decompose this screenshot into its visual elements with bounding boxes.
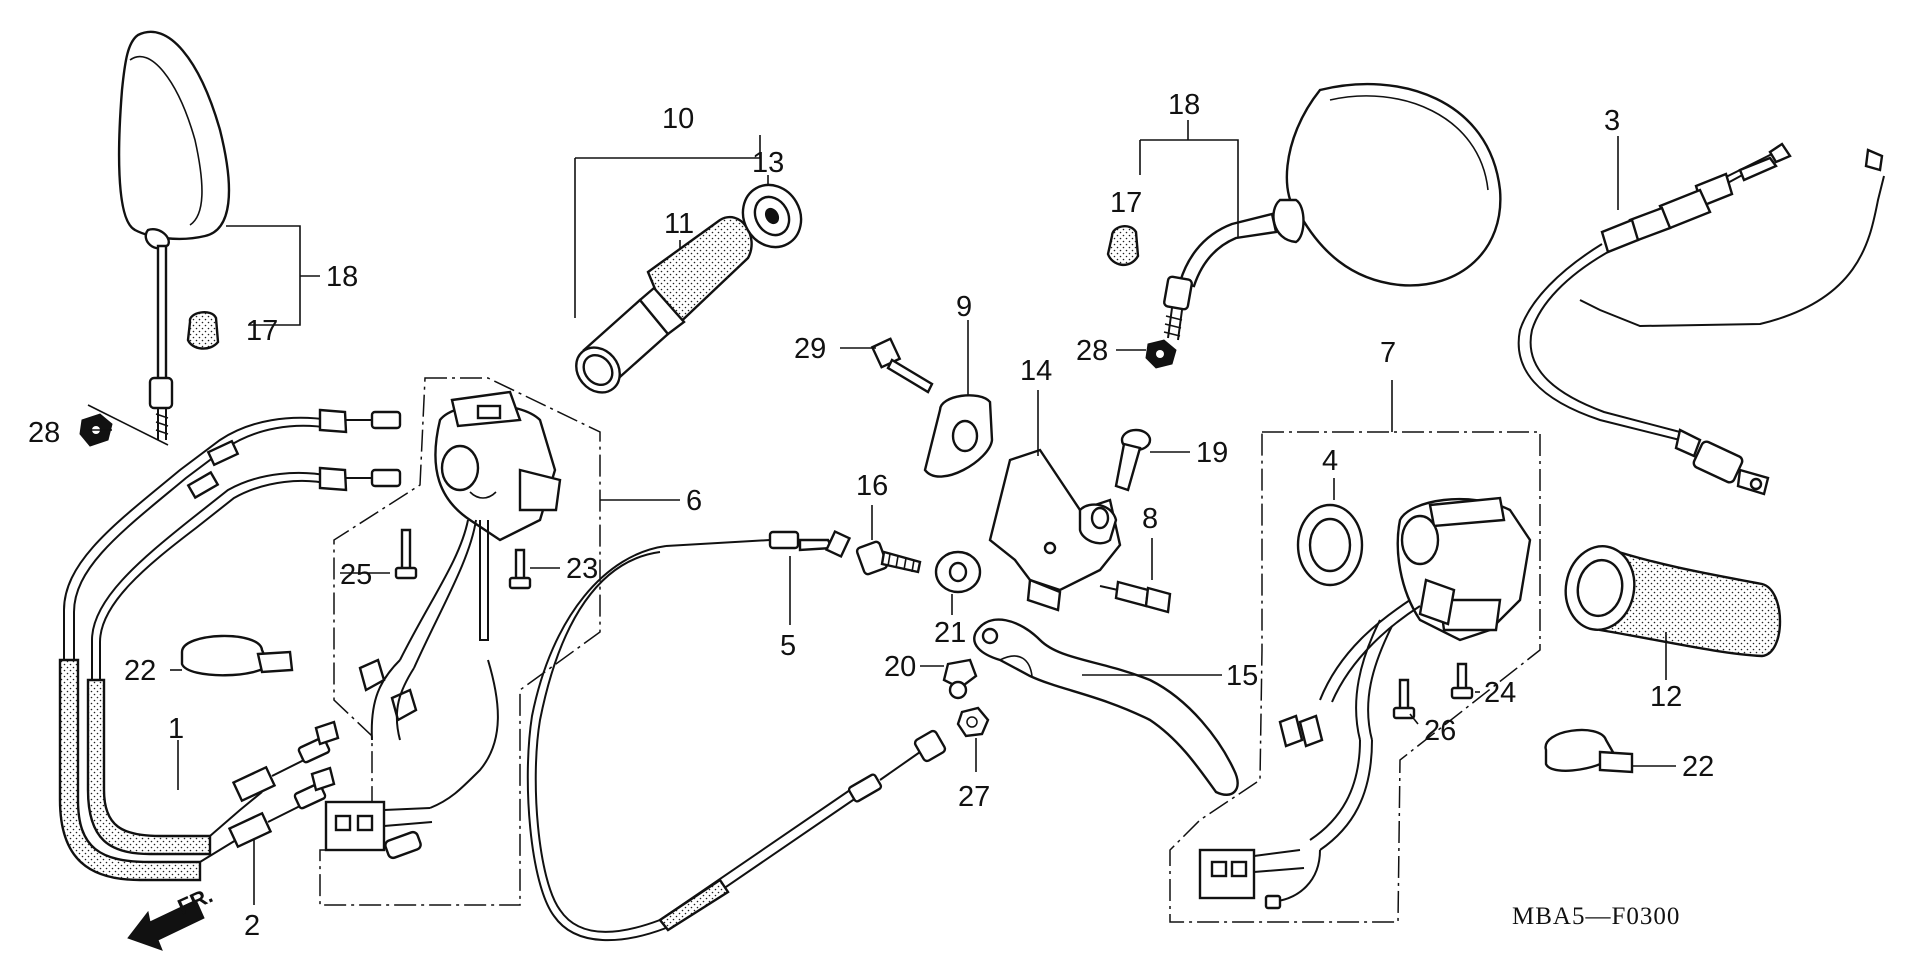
- front-direction-arrow: FR.: [127, 882, 216, 951]
- left-mirror: [117, 30, 231, 440]
- callout-18-right: 18: [1168, 89, 1200, 121]
- callout-22-right: 22: [1682, 751, 1714, 783]
- callout-29: 29: [794, 333, 826, 365]
- callout-12: 12: [1650, 681, 1682, 713]
- part-23-screw: [508, 548, 532, 590]
- callout-20: 20: [884, 651, 916, 683]
- callout-21: 21: [934, 617, 966, 649]
- part-13-cap: [741, 183, 803, 249]
- part-8-switch: [1099, 580, 1172, 614]
- left-switch-housing: [324, 390, 562, 860]
- callout-10: 10: [662, 103, 694, 135]
- callout-14: 14: [1020, 355, 1052, 387]
- callout-6: 6: [686, 485, 702, 517]
- part-15-lever: [973, 618, 1239, 796]
- callout-7: 7: [1380, 337, 1396, 369]
- callout-23: 23: [566, 553, 598, 585]
- callout-15: 15: [1226, 660, 1258, 692]
- throttle-grip-11: [575, 216, 753, 394]
- part-24-screw: [1450, 662, 1474, 700]
- callout-8: 8: [1142, 503, 1158, 535]
- part-26-screw: [1392, 678, 1416, 720]
- callout-22-left: 22: [124, 655, 156, 687]
- part-21-locknut: [934, 550, 982, 594]
- callout-27: 27: [958, 781, 990, 813]
- part-20-bolt: [942, 658, 978, 700]
- callout-26: 26: [1424, 715, 1456, 747]
- leader-28-left: [87, 404, 169, 446]
- callout-4: 4: [1322, 445, 1338, 477]
- right-switch-housing: [1198, 496, 1532, 910]
- bracket-18-right: [1139, 120, 1239, 238]
- right-mirror: [1163, 82, 1502, 341]
- cable-3: [1517, 142, 1885, 496]
- bracket-10: [575, 135, 761, 159]
- leader-26: [1409, 713, 1419, 725]
- part-17-right: [1106, 225, 1140, 266]
- callout-28-left: 28: [28, 417, 60, 449]
- callout-9: 9: [956, 291, 972, 323]
- throttle-cables: [58, 408, 402, 882]
- part-17-left: [186, 311, 220, 350]
- diagram-code: MBA5—F0300: [1512, 903, 1680, 930]
- callout-18-left: 18: [326, 261, 358, 293]
- part-28-right: [1145, 339, 1177, 369]
- callout-11: 11: [664, 208, 694, 240]
- callout-16: 16: [856, 470, 888, 502]
- callout-5: 5: [780, 630, 796, 662]
- part-19-bolt: [1114, 428, 1152, 492]
- callout-2: 2: [244, 910, 260, 942]
- part-22-right-band: [1544, 728, 1634, 774]
- part-9-holder: [923, 394, 994, 478]
- group-6-outline: [319, 377, 601, 906]
- part-25-screw: [394, 528, 418, 580]
- callout-24: 24: [1484, 677, 1516, 709]
- callout-3: 3: [1604, 105, 1620, 137]
- part-22-left-band: [180, 634, 294, 677]
- callout-13: 13: [752, 147, 784, 179]
- part-27-nut: [956, 706, 990, 738]
- part-16-adjuster: [855, 540, 922, 576]
- callout-19: 19: [1196, 437, 1228, 469]
- callout-1: 1: [168, 713, 184, 745]
- group-7-outline: [1169, 431, 1541, 923]
- callout-labels: 1 2 3 4 5 6 7 8 9 10 11 12 13 14 15 16 1…: [28, 89, 1714, 942]
- part-14-bracket: [988, 448, 1122, 612]
- bracket-18-left: [226, 225, 320, 326]
- callout-25: 25: [340, 559, 372, 591]
- callout-17-right: 17: [1110, 187, 1142, 219]
- callout-17-left: 17: [246, 315, 278, 347]
- part-4-seal: [1296, 503, 1364, 587]
- callout-28-right: 28: [1076, 335, 1108, 367]
- grip-12: [1564, 545, 1782, 658]
- part-29-bolt: [870, 337, 934, 394]
- clutch-cable: [526, 529, 947, 942]
